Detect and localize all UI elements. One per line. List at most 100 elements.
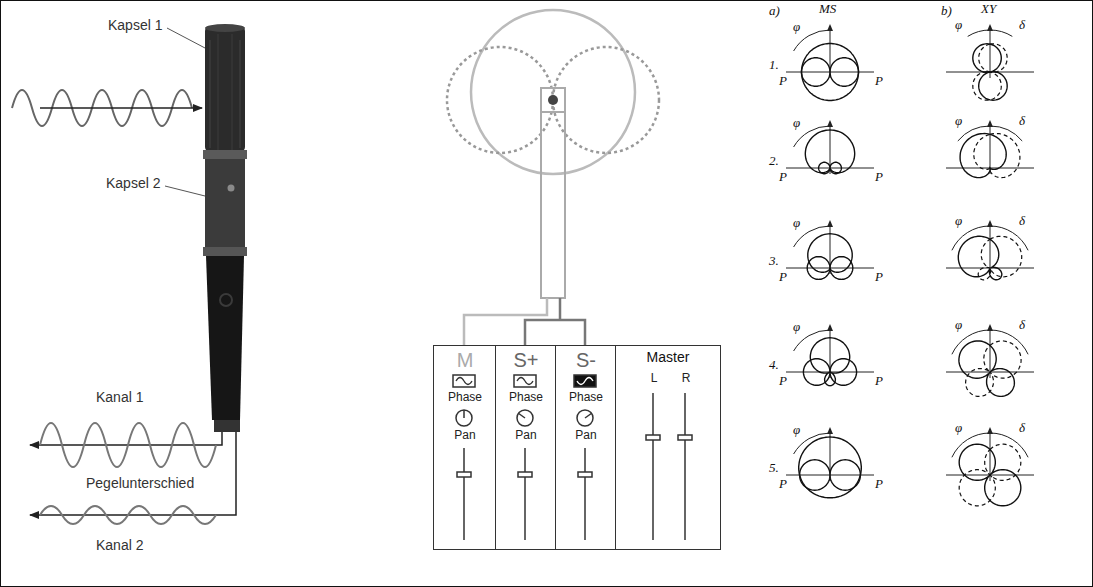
angle-arc [968,30,990,36]
angle-symbol: δ [1018,318,1026,332]
angle-arc [990,30,1012,36]
angle-arc [990,226,1028,250]
channel-label: Kanal 2 [96,538,143,553]
figure-eight-lobe [553,47,659,153]
leader-line [167,28,205,48]
axis-line [990,326,991,378]
capsule-box [541,88,565,112]
side-pattern [819,162,842,173]
row-number: 4. [768,358,780,372]
angle-symbol: φ [792,20,801,34]
point-label: P [778,74,788,88]
angle-symbol: δ [1018,114,1026,128]
mid-pattern [799,437,862,498]
strip-title: S- [576,349,596,371]
figure-eight-lobe [447,47,553,153]
strip-title: S+ [513,349,538,371]
mixer-controls [453,375,692,540]
mixer-strip: S- PhasePan [555,345,616,550]
mid-pattern [810,338,849,386]
mid-pattern [802,44,859,101]
control-label: Phase [448,391,482,404]
y-pattern [966,341,1022,397]
x-pattern [973,44,1007,100]
channel-label: L [651,372,658,385]
microphone-photo [203,24,247,432]
axis-line [990,26,991,78]
mixer-strip: S+ PhasePan [495,345,556,550]
control-label: Phase [509,391,543,404]
point-label: P [778,374,788,388]
angle-arc [952,433,990,457]
side-wire [525,320,585,345]
axis-line [990,222,991,274]
channel-label: Kanal 1 [96,390,143,405]
column-label: a) [768,4,781,18]
channel-wire [30,432,236,515]
x-pattern [959,444,1021,506]
point-label: P [778,477,788,491]
point-label: P [874,477,884,491]
angle-symbol: φ [954,18,963,32]
capsule-dot [548,95,558,105]
angle-symbol: δ [1018,18,1026,32]
control-label: Phase [569,391,603,404]
part-label: Kapsel 2 [106,176,160,191]
y-pattern [978,236,1022,279]
mixer-strip: MPhasePan [433,345,496,550]
mixer-strip: MasterL R [615,345,721,550]
angle-symbol: φ [954,421,963,435]
control-label: Pan [575,429,596,442]
angle-symbol: φ [792,216,801,230]
column-label: b) [940,4,953,18]
angle-symbol: δ [1018,421,1026,435]
angle-symbol: δ [1018,214,1026,228]
control-label: Pan [515,429,536,442]
point-label: P [778,270,788,284]
mic-body [541,112,565,298]
angle-symbol: φ [954,318,963,332]
leader-line [165,186,205,196]
point-label: P [874,74,884,88]
strip-title: Master [647,350,690,365]
angle-arc [952,226,990,250]
row-number: 2. [768,154,780,168]
x-pattern [960,134,1006,178]
angle-symbol: φ [954,214,963,228]
row-number: 3. [768,254,780,268]
angle-symbol: φ [792,116,801,130]
angle-arc [952,330,990,354]
side-pattern [802,58,859,87]
strip-title: M [457,349,474,371]
y-pattern [959,444,1021,506]
angle-symbol: φ [792,320,801,334]
mid-pattern [805,130,854,173]
mid-wire [464,298,547,345]
side-pattern [807,257,853,280]
angle-arc [990,330,1028,354]
angle-symbol: φ [954,114,963,128]
point-label: P [874,374,884,388]
side-wire [559,298,562,320]
channel-wave [40,423,216,467]
axis-line [990,122,991,174]
side-pattern [803,359,856,386]
y-pattern [974,134,1020,178]
axis-line [990,429,991,481]
y-pattern [973,44,1007,100]
channel-label: R [682,372,691,385]
row-number: 1. [768,58,780,72]
point-label: P [874,270,884,284]
column-title: MS [818,2,837,16]
part-label: Kapsel 1 [108,18,162,33]
point-label: P [874,170,884,184]
row-number: 5. [768,461,780,475]
column-title: XY [980,2,997,16]
channel-wave [40,506,216,524]
angle-arc [990,433,1028,457]
signal-arrow [40,107,202,109]
side-pattern [800,460,861,490]
level-label: Pegelunterschied [86,476,194,491]
